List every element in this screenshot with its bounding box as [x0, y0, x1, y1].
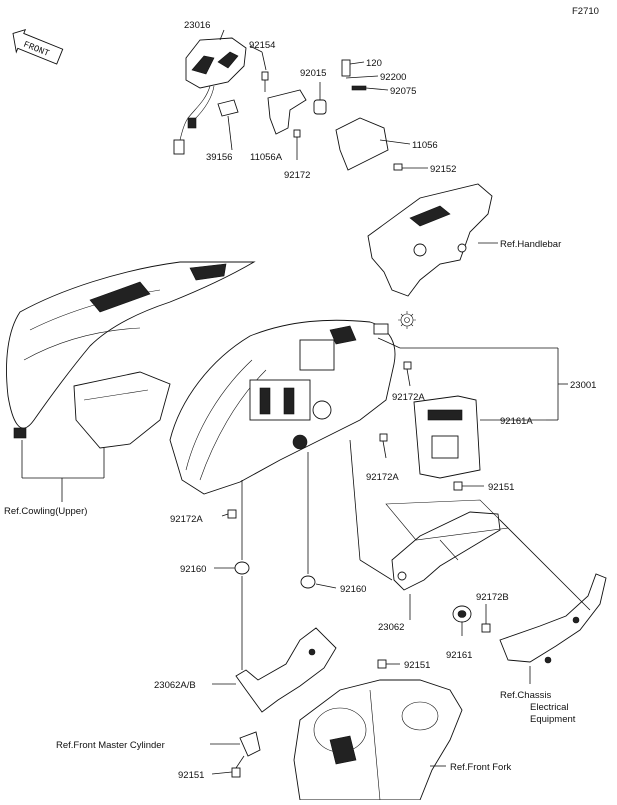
label-120: 120: [366, 58, 382, 69]
label-92161A: 92161A: [500, 416, 533, 427]
part-39156-drawing: [217, 99, 239, 117]
label-92154: 92154: [249, 40, 275, 51]
label-ref-front-fork: Ref.Front Fork: [450, 762, 511, 773]
part-92172A-lower-drawing: [227, 509, 237, 519]
label-92172A-lower: 92172A: [170, 514, 203, 525]
part-92161-drawing: [452, 605, 472, 623]
handlebar-mount-drawing: [367, 183, 493, 297]
part-92151-bottom-drawing: [231, 755, 245, 778]
label-92151-lower: 92151: [404, 660, 430, 671]
label-ref-cowling-upper: Ref.Cowling(Upper): [4, 506, 87, 517]
part-92172A-upper-drawing: [403, 361, 412, 387]
label-92152: 92152: [430, 164, 456, 175]
front-arrow-icon: FRONT: [12, 29, 64, 65]
part-92152-drawing: [393, 163, 403, 171]
label-92075: 92075: [390, 86, 416, 97]
label-92160-left: 92160: [180, 564, 206, 575]
label-92172A-middle: 92172A: [366, 472, 399, 483]
label-92200: 92200: [380, 72, 406, 83]
upper-cowling-drawing: [6, 261, 256, 449]
label-23062AB: 23062A/B: [154, 680, 196, 691]
part-92075-drawing: [351, 85, 367, 91]
label-ref-chassis-line3: Equipment: [530, 714, 576, 725]
label-92161: 92161: [446, 650, 472, 661]
part-92172A-middle-drawing: [379, 433, 388, 459]
page-code: F2710: [572, 6, 599, 17]
part-92151-lower-drawing: [377, 659, 387, 669]
label-ref-front-master-cylinder: Ref.Front Master Cylinder: [56, 740, 165, 751]
part-11056-drawing: [335, 117, 389, 171]
label-ref-chassis-line1: Ref.Chassis: [500, 690, 551, 701]
label-11056A: 11056A: [250, 152, 283, 163]
part-11056A-drawing: [267, 89, 307, 135]
label-39156: 39156: [206, 152, 232, 163]
part-120-drawing: [341, 59, 351, 77]
label-23016: 23016: [184, 20, 210, 31]
label-92172: 92172: [284, 170, 310, 181]
part-92172-drawing: [293, 129, 301, 160]
part-23062AB-drawing: [235, 627, 337, 713]
part-23062-drawing: [391, 511, 501, 591]
part-92154-drawing: [261, 71, 269, 92]
headlight-assembly-drawing: [169, 319, 396, 495]
label-92151-bottom: 92151: [178, 770, 204, 781]
front-master-cylinder-clamp-drawing: [210, 731, 261, 757]
gear-icon: [398, 311, 416, 329]
label-92172A-upper: 92172A: [392, 392, 425, 403]
part-92172B-drawing: [481, 604, 491, 633]
part-92015-drawing: [313, 82, 327, 115]
label-11056: 11056: [412, 140, 438, 151]
label-92015: 92015: [300, 68, 326, 79]
part-92160-left-drawing: [234, 561, 250, 575]
label-92172B: 92172B: [476, 592, 509, 603]
chassis-electrical-bracket-drawing: [499, 573, 607, 664]
part-92161A-drawing: [413, 395, 481, 479]
label-23062: 23062: [378, 622, 404, 633]
label-92151-right: 92151: [488, 482, 514, 493]
label-92160-right: 92160: [340, 584, 366, 595]
label-23001: 23001: [570, 380, 596, 391]
label-ref-handlebar: Ref.Handlebar: [500, 239, 561, 250]
label-ref-chassis-line2: Electrical: [530, 702, 569, 713]
part-23016-drawing: [173, 37, 247, 155]
front-fork-structure-drawing: [293, 679, 463, 801]
part-92160-right-drawing: [300, 575, 316, 589]
part-92151-right-drawing: [453, 481, 463, 491]
